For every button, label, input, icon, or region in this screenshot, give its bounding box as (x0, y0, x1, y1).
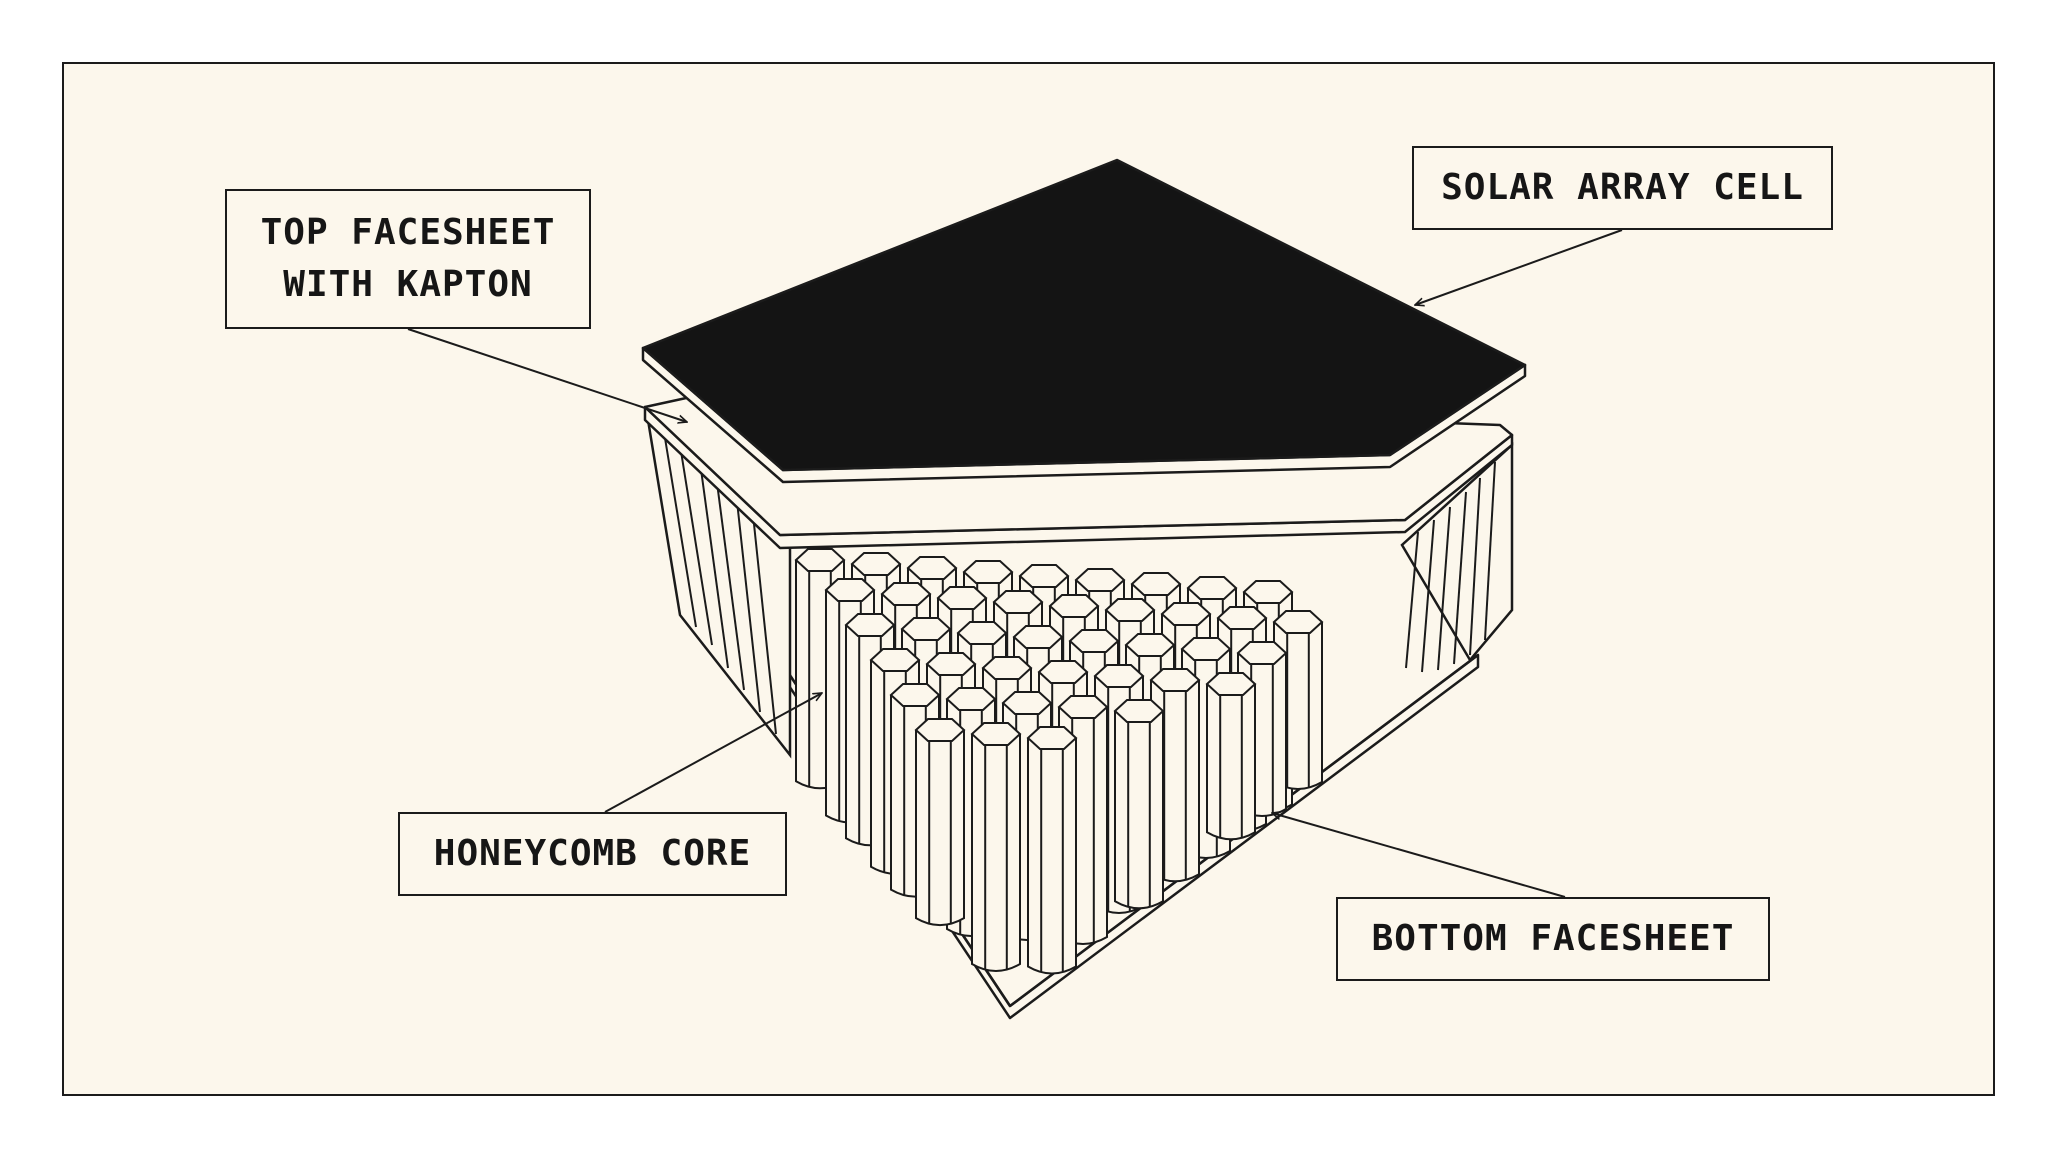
leader-bottom-facesheet (1272, 813, 1566, 898)
leader-honeycomb-core (604, 693, 822, 813)
label-top-facesheet-line1: TOP FACESHEET (260, 211, 556, 253)
label-honeycomb-core: HONEYCOMB CORE (398, 812, 787, 896)
label-solar-array-cell-text: SOLAR ARRAY CELL (1441, 166, 1804, 208)
label-solar-array-cell: SOLAR ARRAY CELL (1412, 146, 1833, 230)
label-top-facesheet-line2: WITH KAPTON (283, 264, 533, 305)
leader-lines (407, 229, 1623, 898)
label-bottom-facesheet: BOTTOM FACESHEET (1336, 897, 1770, 981)
label-honeycomb-core-text: HONEYCOMB CORE (433, 832, 752, 874)
leader-top-facesheet (407, 328, 687, 422)
honeycomb-cells (794, 548, 1324, 975)
honeycomb-core-side-walls (646, 416, 1514, 759)
label-top-facesheet: TOP FACESHEET WITH KAPTON (225, 189, 591, 329)
leader-solar-array-cell (1415, 229, 1623, 305)
solar-array-cell (641, 158, 1527, 484)
label-bottom-facesheet-text: BOTTOM FACESHEET (1371, 917, 1735, 959)
